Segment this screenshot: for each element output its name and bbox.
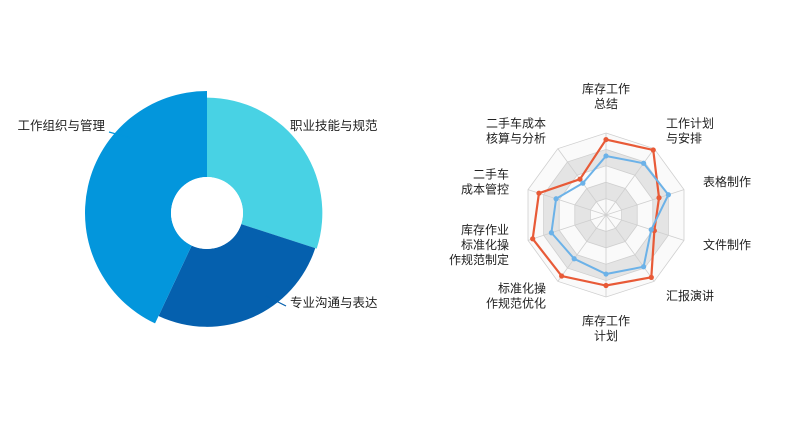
- radar-axis-label-line: 核算与分析: [486, 130, 546, 145]
- pie-leader-line: [265, 295, 287, 307]
- radar-axis-label-line: 计划: [594, 329, 618, 343]
- radar-data-point[interactable]: [640, 160, 647, 166]
- radar-axis-label-line: 二手车: [473, 166, 509, 181]
- radar-axis-label-line: 库存作业: [461, 222, 509, 237]
- radar-axis-label: 标准化操作规范优化: [486, 281, 546, 311]
- radar-data-point[interactable]: [603, 153, 609, 159]
- radar-data-point[interactable]: [665, 192, 671, 198]
- radar-axis-label-line: 成本管控: [461, 181, 509, 196]
- radar-data-point[interactable]: [580, 180, 586, 186]
- radar-spoke: [527, 214, 607, 241]
- radar-data-point[interactable]: [656, 195, 662, 201]
- radar-spoke: [557, 214, 607, 282]
- radar-data-point[interactable]: [577, 176, 583, 182]
- radar-axis-label-line: 作规范优化: [486, 296, 546, 311]
- radar-axis-label-line: 标准化操: [498, 281, 546, 296]
- radar-spoke: [605, 214, 685, 241]
- radar-axis-label-line: 库存工作: [582, 81, 630, 96]
- radar-chart: 库存工作总结工作计划与安排表格制作文件制作汇报演讲库存工作计划标准化操作规范优化…: [449, 81, 751, 343]
- radar-axis-label: 库存工作总结: [582, 81, 630, 111]
- radar-axis-label-line: 总结: [594, 97, 618, 111]
- radar-spoke: [605, 189, 685, 216]
- radar-data-point[interactable]: [640, 264, 647, 270]
- radar-data-point[interactable]: [603, 271, 609, 277]
- radar-axis-label: 表格制作: [703, 174, 751, 189]
- pie-slice-label: 工作组织与管理: [17, 118, 105, 133]
- radar-axis-label-line: 工作计划: [666, 116, 714, 130]
- radar-data-point[interactable]: [603, 282, 609, 289]
- radar-data-point[interactable]: [530, 236, 536, 242]
- radar-data-point[interactable]: [603, 136, 609, 143]
- radar-data-point[interactable]: [548, 230, 555, 236]
- radar-spoke: [605, 214, 655, 282]
- radar-axis-label: 库存作业标准化操作规范制定: [449, 222, 509, 267]
- radar-spoke: [605, 148, 655, 216]
- radar-axis-label-line: 表格制作: [703, 174, 751, 189]
- radar-axis-label-line: 文件制作: [703, 237, 751, 252]
- radar-data-point[interactable]: [559, 273, 565, 279]
- radar-axis-label-line: 库存工作: [582, 313, 630, 328]
- radar-data-point[interactable]: [648, 274, 654, 280]
- radar-data-point[interactable]: [536, 190, 542, 196]
- radar-data-point[interactable]: [571, 256, 577, 262]
- pie-slice-label: 专业沟通与表达: [290, 295, 378, 310]
- radar-axis-label-line: 标准化操: [461, 237, 509, 252]
- pie-slice-label: 职业技能与规范: [290, 118, 378, 133]
- radar-axis-label-line: 汇报演讲: [666, 288, 714, 303]
- pie-slice[interactable]: [207, 97, 323, 249]
- radar-axis-label-line: 与安排: [666, 130, 702, 145]
- pie-slice[interactable]: [85, 91, 207, 324]
- radar-axis-label: 工作计划与安排: [666, 116, 714, 145]
- radar-data-point[interactable]: [553, 196, 559, 202]
- pie-hole: [171, 177, 243, 249]
- radar-data-point[interactable]: [648, 227, 654, 233]
- pie-leader-line: [108, 131, 131, 139]
- pie-leader-line: [257, 131, 287, 141]
- radar-axis-label-line: 作规范制定: [449, 252, 509, 267]
- radar-axis-label-line: 二手车成本: [486, 115, 546, 130]
- radar-axis-label: 文件制作: [703, 237, 751, 252]
- radar-axis-label: 二手车成本管控: [461, 166, 509, 196]
- radar-data-point[interactable]: [650, 147, 656, 153]
- radar-axis-label: 库存工作计划: [582, 313, 630, 343]
- radar-axis-label: 汇报演讲: [666, 288, 714, 303]
- radar-axis-label: 二手车成本核算与分析: [486, 115, 546, 145]
